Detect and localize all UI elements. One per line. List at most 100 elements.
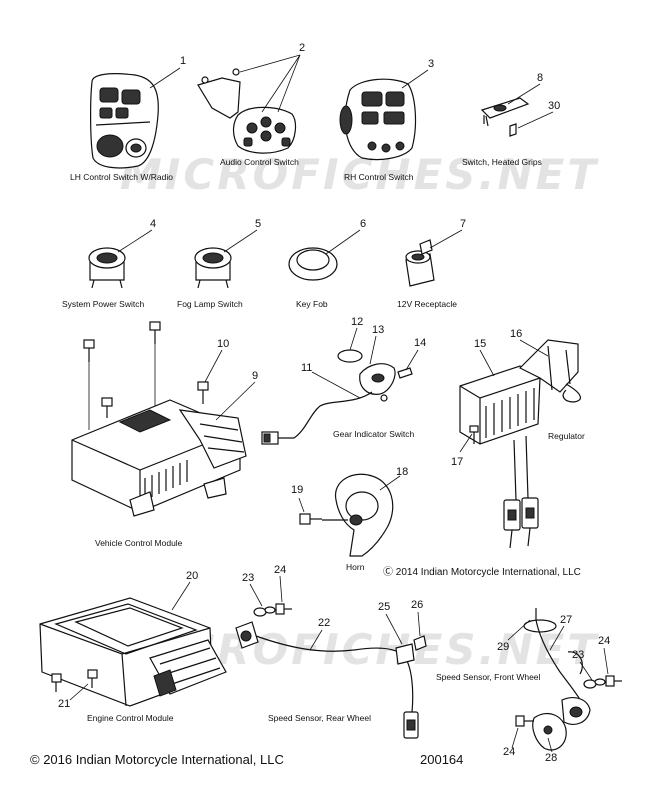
callout-26: 26 xyxy=(411,599,424,611)
callout-15: 15 xyxy=(474,338,487,350)
leader-16 xyxy=(519,339,549,357)
rear-speed-sensor-drawing xyxy=(235,603,427,739)
leader-9 xyxy=(215,381,256,421)
leader-14 xyxy=(405,349,419,371)
callout-20: 20 xyxy=(186,570,199,582)
vcm-screws-drawing xyxy=(83,321,209,418)
horn-drawing xyxy=(299,473,394,557)
label-key-fob: Key Fob xyxy=(296,299,328,309)
leader-24c xyxy=(511,727,519,749)
copyright-2016: © 2016 Indian Motorcycle International, … xyxy=(30,752,284,767)
label-speed-sensor-rear: Speed Sensor, Rear Wheel xyxy=(268,713,372,723)
callout-27: 27 xyxy=(560,614,573,626)
leader-2a xyxy=(239,54,301,73)
leader-22 xyxy=(309,629,323,651)
label-vehicle-control-module: Vehicle Control Module xyxy=(95,538,183,548)
leader-24a xyxy=(279,575,283,603)
fog-lamp-switch-drawing xyxy=(194,247,232,289)
audio-control-switch-drawing xyxy=(197,68,297,154)
callout-30: 30 xyxy=(548,100,561,112)
callout-24c: 24 xyxy=(503,746,516,758)
label-horn: Horn xyxy=(346,562,365,572)
callout-21: 21 xyxy=(58,698,71,710)
leader-24b xyxy=(603,647,609,675)
front-speed-sensor-drawing xyxy=(515,608,622,751)
leader-18 xyxy=(379,475,401,491)
callout-12: 12 xyxy=(351,316,364,328)
callout-5: 5 xyxy=(255,218,262,230)
label-regulator: Regulator xyxy=(548,431,585,441)
receptacle-12v-drawing xyxy=(405,239,435,287)
callout-23b: 23 xyxy=(572,649,585,661)
label-rh-control-switch: RH Control Switch xyxy=(344,172,414,182)
leader-27 xyxy=(549,625,565,651)
watermark-top: MICROFICHES.NET xyxy=(120,150,599,199)
leader-19 xyxy=(298,497,305,513)
callout-11: 11 xyxy=(301,362,313,374)
leader-23a xyxy=(249,583,263,607)
leader-17 xyxy=(459,433,473,453)
leader-26 xyxy=(417,611,421,637)
leader-10 xyxy=(204,349,223,383)
leader-20 xyxy=(171,581,191,611)
label-engine-control-module: Engine Control Module xyxy=(87,713,174,723)
callout-23a: 23 xyxy=(242,572,255,584)
vehicle-control-module-drawing xyxy=(71,399,247,517)
callout-24b: 24 xyxy=(598,635,611,647)
label-heated-grips-switch: Switch, Heated Grips xyxy=(462,157,542,167)
callout-14: 14 xyxy=(414,337,427,349)
callout-25: 25 xyxy=(378,601,391,613)
leader-5 xyxy=(223,229,258,253)
leader-30 xyxy=(517,111,554,129)
leader-8 xyxy=(507,83,541,105)
leader-25 xyxy=(385,613,403,645)
lh-control-switch-drawing xyxy=(90,73,159,169)
leader-2c xyxy=(277,54,301,113)
callout-8: 8 xyxy=(537,72,544,84)
callout-1: 1 xyxy=(180,55,187,67)
callout-22: 22 xyxy=(318,617,331,629)
label-fog-lamp-switch: Fog Lamp Switch xyxy=(177,299,243,309)
leader-11 xyxy=(311,371,361,399)
copyright-2014: Ⓒ 2014 Indian Motorcycle International, … xyxy=(383,567,581,578)
diagram-id: 200164 xyxy=(420,752,464,767)
key-fob-drawing xyxy=(288,247,338,281)
label-lh-control-switch: LH Control Switch W/Radio xyxy=(70,172,173,182)
label-receptacle-12v: 12V Receptacle xyxy=(397,299,458,309)
leader-29 xyxy=(507,619,531,641)
callout-2: 2 xyxy=(299,42,306,54)
label-audio-control-switch: Audio Control Switch xyxy=(220,157,299,167)
callout-19: 19 xyxy=(291,484,304,496)
leader-2b xyxy=(261,54,301,113)
gear-indicator-switch-drawing xyxy=(261,349,413,445)
callout-7: 7 xyxy=(460,218,467,230)
callout-18: 18 xyxy=(396,466,409,478)
leader-15 xyxy=(479,349,495,377)
heated-grips-switch-drawing xyxy=(480,97,530,137)
leader-1 xyxy=(149,67,181,89)
callout-16: 16 xyxy=(510,328,523,340)
leader-4 xyxy=(117,229,153,253)
label-system-power-switch: System Power Switch xyxy=(62,299,145,309)
callout-28: 28 xyxy=(545,752,558,764)
system-power-switch-drawing xyxy=(88,247,126,289)
leader-7 xyxy=(429,229,463,249)
callout-3: 3 xyxy=(428,58,435,70)
callout-4: 4 xyxy=(150,218,157,230)
leader-13 xyxy=(369,335,377,365)
callout-9: 9 xyxy=(252,370,259,382)
callout-24a: 24 xyxy=(274,564,287,576)
callout-6: 6 xyxy=(360,218,367,230)
rh-control-switch-drawing xyxy=(339,78,417,161)
leader-3 xyxy=(401,69,429,89)
regulator-drawing xyxy=(459,339,582,549)
leader-6 xyxy=(325,229,361,255)
callout-13: 13 xyxy=(372,324,385,336)
engine-control-module-drawing xyxy=(39,597,227,707)
callout-10: 10 xyxy=(217,338,230,350)
label-gear-indicator-switch: Gear Indicator Switch xyxy=(333,429,415,439)
callout-17: 17 xyxy=(451,456,464,468)
leader-23b xyxy=(579,661,593,681)
